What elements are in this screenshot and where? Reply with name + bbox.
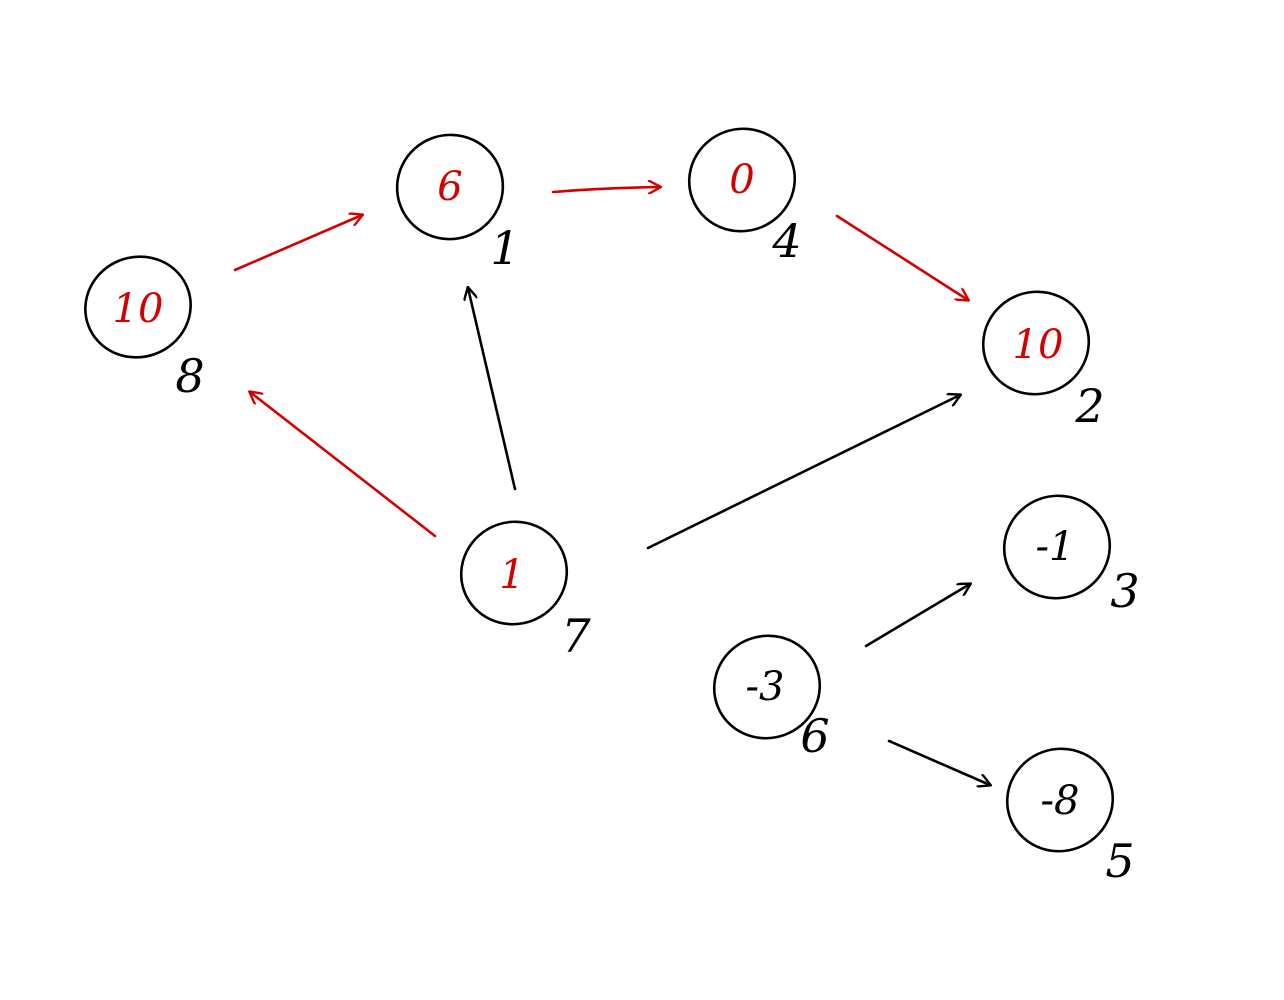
- node-7: 1 7: [459, 520, 591, 663]
- edge-1-4: [551, 187, 660, 192]
- node-label: 3: [1110, 564, 1139, 618]
- node-label: 7: [561, 609, 591, 663]
- node-label: 1: [490, 221, 519, 275]
- edge-6-5: [887, 739, 990, 785]
- edge-6-3: [864, 584, 970, 648]
- node-5: -8 5: [1005, 747, 1135, 888]
- node-value: 0: [729, 157, 754, 203]
- node-value: -1: [1036, 524, 1075, 570]
- node-value: 10: [1013, 322, 1064, 368]
- node-6: -3 6: [712, 634, 830, 763]
- edge-8-1: [233, 215, 362, 272]
- node-label: 5: [1105, 834, 1134, 888]
- node-2: 10 2: [981, 290, 1105, 433]
- node-value: -8: [1041, 778, 1080, 824]
- node-8: 10 8: [84, 255, 205, 403]
- node-value: 1: [499, 552, 524, 598]
- edge-7-2: [646, 395, 960, 550]
- node-value: -3: [746, 664, 785, 710]
- edge-7-1: [468, 288, 517, 491]
- node-label: 4: [771, 214, 801, 268]
- node-label: 6: [800, 709, 829, 763]
- edge-4-2: [835, 214, 968, 300]
- node-4: 0 4: [687, 127, 802, 268]
- node-value: 6: [437, 164, 462, 210]
- edge-7-8: [250, 392, 437, 538]
- node-label: 8: [175, 349, 204, 403]
- node-3: -1 3: [1002, 494, 1140, 618]
- node-1: 6 1: [395, 133, 520, 275]
- node-label: 2: [1074, 379, 1104, 433]
- node-value: 10: [113, 286, 164, 332]
